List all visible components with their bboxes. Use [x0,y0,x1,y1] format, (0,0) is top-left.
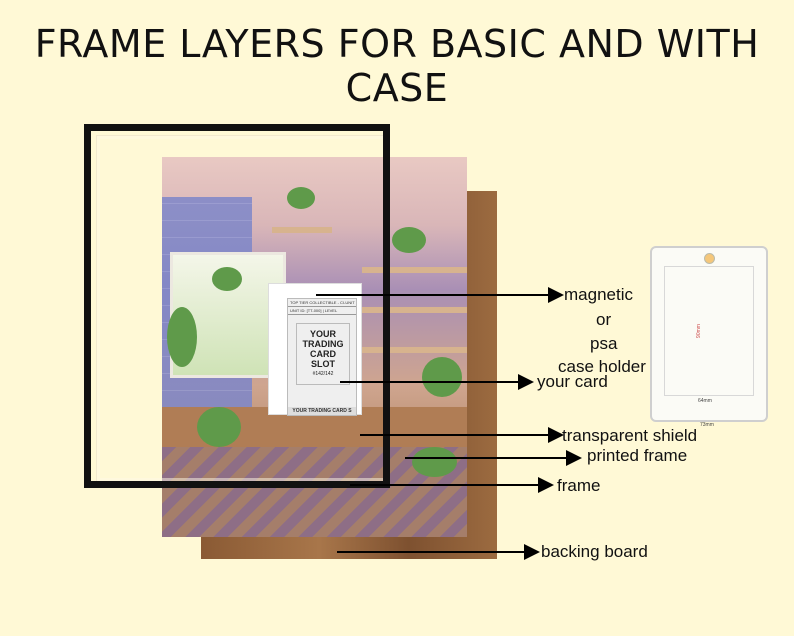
label-your-card: your card [537,372,608,391]
card-number: #142/142 [312,371,334,377]
wall-shelf [362,267,467,273]
plant-icon [287,187,315,209]
hanging-shelf [272,227,332,233]
label-frame: frame [557,476,601,495]
plant-icon [212,267,242,291]
label-case-holder: case holder [558,357,646,376]
case-width-dim: 64mm [698,398,712,404]
card-slot-line1: YOUR [309,329,336,339]
printed-frame-artwork [162,157,467,537]
card-inner: TOP TIER COLLECTIBLE - CI-UNIT UNIT ID: … [287,298,357,416]
wall-shelf [362,307,467,313]
label-transparent-shield: transparent shield [562,426,698,445]
black-frame [84,124,390,488]
page-title: FRAME LAYERS FOR BASIC AND WITH CASE [34,22,760,110]
card-header: TOP TIER COLLECTIBLE - CI-UNIT [288,300,356,307]
plant-icon [197,407,241,447]
card-unit-line: UNIT ID: [TT-000] | LEVEL [288,307,356,315]
label-backing-board: backing board [541,542,648,561]
card-footer: YOUR TRADING CARD S [288,407,356,415]
trading-card-placeholder: TOP TIER COLLECTIBLE - CI-UNIT UNIT ID: … [268,283,362,416]
label-or: or [596,310,612,329]
plant-icon [412,447,457,477]
label-printed-frame: printed frame [587,446,688,465]
label-magnetic: magnetic [564,285,633,304]
case-window [664,266,754,396]
label-psa: psa [590,334,618,353]
plant-icon [167,307,197,367]
wall-shelf [362,347,467,353]
plant-icon [422,357,462,397]
case-outer-dim: 73mm [700,422,714,428]
card-case-holder: 90mm 64mm 73mm [650,246,768,428]
plant-icon [392,227,426,253]
case-magnet-icon [704,253,715,264]
card-slot: YOUR TRADING CARD SLOT #142/142 [296,323,350,385]
card-slot-line3: CARD SLOT [310,349,336,369]
card-slot-line2: TRADING [302,339,344,349]
